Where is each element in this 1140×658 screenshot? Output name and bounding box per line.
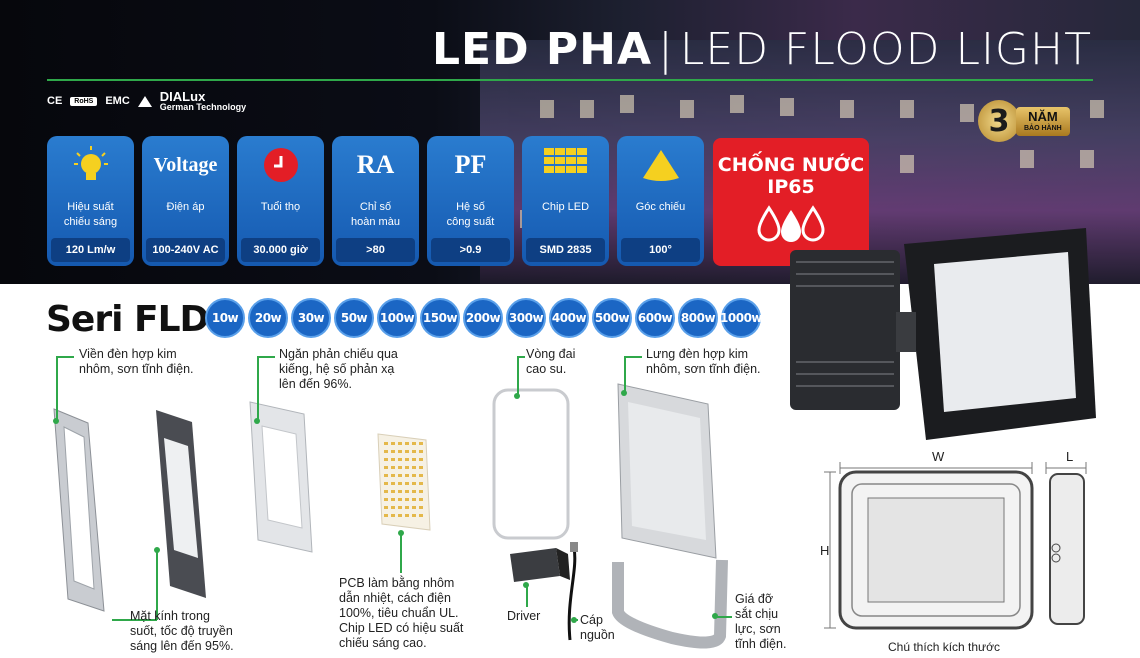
gasket-part [492,388,570,540]
chip-icon [543,148,587,173]
watt-badge: 10w [205,298,245,338]
back-housing-part [617,383,717,559]
dim-width-label: W [932,449,945,464]
feature-beam-angle: Góc chiếu 100° [617,136,704,266]
note-driver: Driver [507,609,541,623]
dim-caption: Chú thích kích thước [888,640,1000,654]
watt-badge: 300w [506,298,546,338]
watt-badge: 600w [635,298,675,338]
watt-badge: 50w [334,298,374,338]
bulb-icon [73,146,108,180]
pcb-part [377,433,431,531]
dialux-logo: DIALux German Technology [159,89,247,112]
divider [47,79,1093,81]
dimension-drawing [824,462,1087,630]
floodlight-photo [790,228,1096,440]
watt-badge: 400w [549,298,589,338]
reflector-part [249,401,313,553]
ra-icon: RA [356,150,395,179]
glass-part [156,410,206,598]
watt-badge: 800w [678,298,718,338]
series-title: Seri FLD3 [46,299,233,340]
beam-angle-icon [642,150,679,181]
rohs-logo: RoHS [70,96,98,106]
watt-badge: 200w [463,298,503,338]
warning-triangle-icon [137,95,152,107]
feature-chip: Chip LED SMD 2835 [522,136,609,266]
watt-badge: 1000w [720,298,763,338]
driver-part [510,542,578,641]
watt-badge: 500w [592,298,632,338]
clock-icon [263,148,298,182]
waterproof-badge: CHỐNG NƯỚC IP65 [713,138,869,266]
feature-lifespan: Tuổi thọ 30.000 giờ [237,136,324,266]
pf-icon: PF [454,150,487,179]
bracket-part [612,559,728,649]
feature-voltage: Voltage Điện áp 100-240V AC [142,136,229,266]
dim-length-label: L [1066,449,1074,464]
emc-logo: EMC [105,95,130,107]
water-drops-icon [757,205,825,242]
page-title: LED PHA|LED FLOOD LIGHT [431,24,1092,75]
voltage-icon: Voltage [153,153,218,176]
watt-badge: 100w [377,298,417,338]
frame-part [53,408,105,612]
watt-badge: 30w [291,298,331,338]
cert-logos: CE RoHS EMC DIALux German Technology [47,90,246,112]
watt-badge: 20w [248,298,288,338]
watt-badge: 150w [420,298,460,338]
dim-height-label: H [820,543,830,558]
ce-logo: CE [47,95,63,107]
